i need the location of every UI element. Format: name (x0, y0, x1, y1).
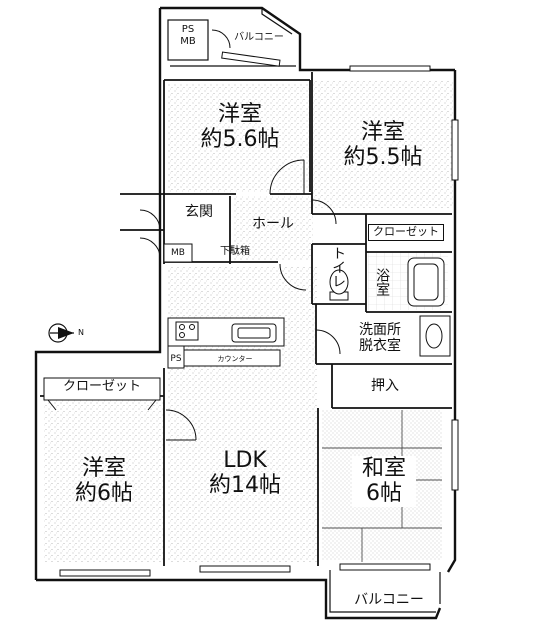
label-balcony-bottom: バルコニー (344, 592, 434, 609)
balcony-bottom-outline (329, 570, 441, 613)
windows (59, 51, 459, 577)
room-ldk: LDK 約14帖 (190, 448, 300, 499)
room-western-top-right: 洋室 約5.5帖 (328, 120, 438, 171)
floor-western-top-left (167, 84, 309, 192)
label-closet-right: クローゼット (368, 224, 444, 241)
label-storage: 押入 (360, 378, 410, 395)
label-ps-mb: PS MB (170, 24, 206, 47)
room-name: LDK (223, 448, 267, 473)
room-western-top-left: 洋室 約5.6帖 (190, 102, 290, 153)
label-counter: カウンター (217, 355, 253, 363)
floor-hall (233, 196, 313, 260)
floor-ldk (167, 266, 317, 562)
label-shoe-box: 下駄箱 (220, 246, 250, 257)
ps-mb-box (167, 19, 209, 61)
mb-box (163, 243, 193, 263)
room-name: 和室 (361, 456, 406, 481)
room-name: 洋室 (81, 456, 126, 481)
label-bath: 浴室 (374, 268, 391, 296)
washbasin (419, 315, 451, 357)
label-entrance: 玄関 (185, 204, 213, 220)
room-size: 6帖 (366, 481, 402, 507)
floor-western-bottom-left (44, 400, 164, 562)
kitchen (167, 317, 285, 369)
label-closet-left: クローゼット (50, 379, 154, 395)
room-size: 約5.5帖 (343, 145, 423, 171)
compass-label: N (78, 328, 84, 337)
label-washroom-line1: 洗面所 (359, 322, 401, 338)
room-name: 洋室 (217, 102, 262, 127)
toilet-fixture (329, 269, 349, 301)
label-mb: MB (171, 248, 185, 258)
doors (139, 29, 341, 441)
floor-western-top-right (313, 80, 453, 208)
label-ps-mb-line1: PS (181, 24, 195, 35)
room-size: 約5.6帖 (200, 127, 280, 153)
bathtub (407, 257, 445, 307)
room-japanese: 和室 6帖 (352, 456, 416, 507)
label-washroom: 洗面所 脱衣室 (348, 322, 412, 354)
label-ps-mb-line2: MB (180, 35, 196, 47)
room-name: 洋室 (360, 120, 405, 145)
room-western-bottom-left: 洋室 約6帖 (54, 456, 154, 507)
room-size: 約6帖 (75, 481, 133, 507)
label-balcony-top: バルコニー (234, 32, 284, 43)
room-size: 約14帖 (209, 473, 281, 499)
compass-icon (48, 323, 74, 343)
label-toilet: トイレ (330, 246, 347, 288)
label-hall: ホール (252, 216, 294, 232)
label-washroom-line2: 脱衣室 (359, 338, 401, 355)
label-ps: PS (170, 354, 182, 364)
